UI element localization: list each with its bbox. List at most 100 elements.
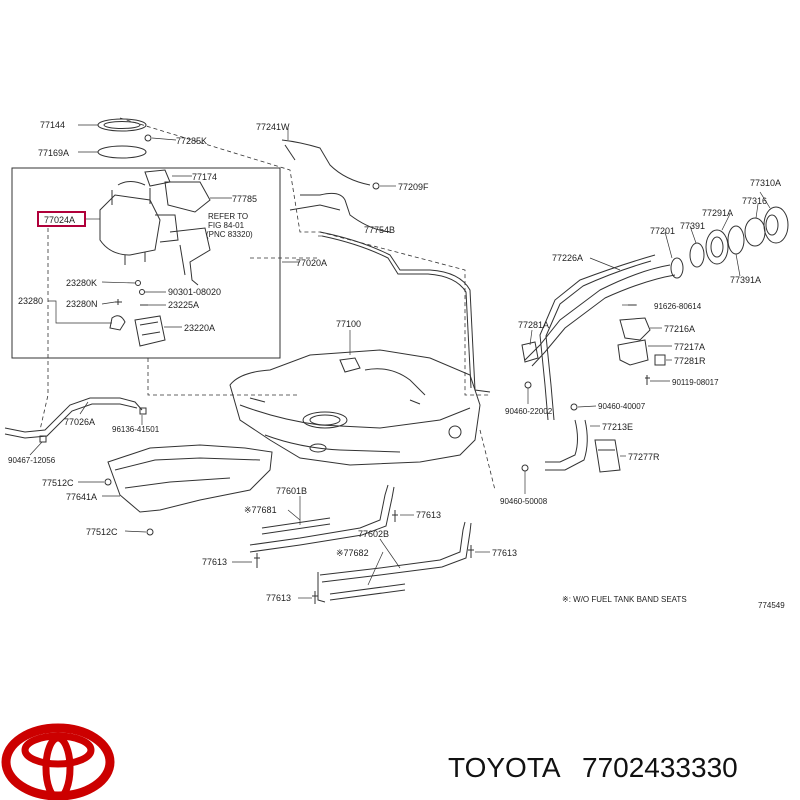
label-77641A: 77641A bbox=[66, 492, 97, 502]
label-23280K: 23280K bbox=[66, 278, 97, 288]
label-77681: ※77681 bbox=[244, 505, 277, 515]
refer-line-1: REFER TO bbox=[208, 212, 248, 221]
part-number: 7702433330 bbox=[582, 752, 738, 783]
fuel-tank-77100 bbox=[229, 349, 481, 466]
gasket-77316 bbox=[744, 217, 766, 247]
label-77785: 77785 bbox=[232, 194, 257, 204]
clip-77512C-a bbox=[104, 478, 112, 486]
brand-name: TOYOTA bbox=[448, 752, 561, 783]
tank-band-77601B bbox=[249, 484, 389, 546]
vent-line-77026A bbox=[4, 397, 143, 433]
label-77144: 77144 bbox=[40, 120, 65, 130]
clamp-90460-22002 bbox=[524, 381, 532, 389]
label-77277R: 77277R bbox=[628, 452, 660, 462]
clip-77512C-b bbox=[146, 528, 154, 536]
label-77291A: 77291A bbox=[702, 208, 733, 218]
fuel-pump-23220A bbox=[134, 315, 166, 347]
bolt-90301 bbox=[139, 289, 145, 295]
label-77602B: 77602B bbox=[358, 529, 389, 539]
fuel-pump-assembly-box bbox=[11, 167, 281, 359]
retainer-ring-77144-inner bbox=[103, 121, 141, 129]
hose-77213E bbox=[545, 419, 588, 471]
label-77169A: 77169A bbox=[38, 148, 69, 158]
label-77310A: 77310A bbox=[750, 178, 781, 188]
label-77024A[interactable]: 77024A bbox=[44, 215, 75, 225]
label-77285K: 77285K bbox=[176, 136, 207, 146]
clamp-90467-12056 bbox=[39, 435, 47, 443]
clamp-90460-50008 bbox=[521, 464, 529, 472]
label-77217A: 77217A bbox=[674, 342, 705, 352]
fuel-filter-bracket bbox=[169, 227, 211, 286]
label-23280N: 23280N bbox=[66, 299, 98, 309]
label-90467: 90467-12056 bbox=[8, 456, 56, 465]
refer-line-3: (PNC 83320) bbox=[206, 230, 253, 239]
label-91626: 91626-80614 bbox=[654, 302, 702, 311]
label-77613-d: 77613 bbox=[266, 593, 291, 603]
band-seat-77682 bbox=[329, 583, 406, 601]
label-90460-50008: 90460-50008 bbox=[500, 497, 548, 506]
toyota-logo-icon bbox=[1, 723, 115, 800]
label-77281A: 77281A bbox=[518, 320, 549, 330]
label-23280: 23280 bbox=[18, 296, 43, 306]
label-77100: 77100 bbox=[336, 319, 361, 329]
label-23225A: 23225A bbox=[168, 300, 199, 310]
hose-77209F bbox=[289, 192, 391, 233]
label-77512C-b: 77512C bbox=[86, 527, 118, 537]
label-77316: 77316 bbox=[742, 196, 767, 206]
label-77682: ※77682 bbox=[336, 548, 369, 558]
fuel-pump-module-77024A bbox=[99, 181, 179, 265]
clamp-77281R bbox=[654, 354, 666, 366]
gasket-77391 bbox=[689, 242, 705, 268]
footnote: ※: W/O FUEL TANK BAND SEATS bbox=[562, 595, 687, 604]
label-77281R: 77281R bbox=[674, 356, 706, 366]
tank-band-77602B bbox=[319, 521, 466, 576]
label-90301: 90301-08020 bbox=[168, 287, 221, 297]
label-90119: 90119-08017 bbox=[672, 378, 719, 387]
bolt-23280N bbox=[115, 299, 122, 305]
heat-protector-77641A bbox=[107, 444, 273, 513]
dashed-outline-tank-right bbox=[479, 429, 496, 491]
label-77512C-a: 77512C bbox=[42, 478, 74, 488]
dashed-outline-left bbox=[147, 358, 300, 396]
filler-neck-end bbox=[670, 257, 684, 279]
band-seat-77681 bbox=[261, 517, 331, 535]
label-77613-c: 77613 bbox=[492, 548, 517, 558]
bracket-77217A bbox=[617, 339, 649, 366]
label-90460-40007: 90460-40007 bbox=[598, 402, 646, 411]
leader-lines bbox=[29, 124, 771, 599]
clip-77285K bbox=[144, 134, 152, 142]
tube-77754B bbox=[319, 231, 491, 393]
label-77213E: 77213E bbox=[602, 422, 633, 432]
sender-gauge-77785 bbox=[144, 169, 211, 213]
label-77226A: 77226A bbox=[552, 253, 583, 263]
bolt-77613-a bbox=[392, 510, 398, 522]
protector-77216A bbox=[619, 317, 651, 341]
retainer-ring-77144 bbox=[97, 118, 147, 132]
label-77201: 77201 bbox=[650, 226, 675, 236]
label-23220A: 23220A bbox=[184, 323, 215, 333]
clamp-77281A bbox=[521, 341, 539, 363]
dashed-outline-right bbox=[319, 231, 490, 396]
label-77216A: 77216A bbox=[664, 324, 695, 334]
filler-pipe-77201 bbox=[524, 264, 671, 361]
label-77754B: 77754B bbox=[364, 225, 395, 235]
label-77020A: 77020A bbox=[296, 258, 327, 268]
bolt-90119 bbox=[645, 375, 650, 385]
fuel-cap-77310A bbox=[763, 206, 789, 244]
label-96136: 96136-41501 bbox=[112, 425, 160, 434]
refer-line-2: FIG 84-01 bbox=[208, 221, 245, 230]
label-77613-b: 77613 bbox=[202, 557, 227, 567]
clamp-77209F bbox=[372, 182, 380, 190]
clamp-90460-40007 bbox=[570, 403, 578, 411]
bolt-77613-d bbox=[312, 591, 318, 604]
protector-77277R bbox=[594, 439, 621, 473]
label-77391: 77391 bbox=[680, 221, 705, 231]
bolt-23280K bbox=[135, 280, 141, 286]
label-77391A: 77391A bbox=[730, 275, 761, 285]
label-77613-a: 77613 bbox=[416, 510, 441, 520]
label-77241W: 77241W bbox=[256, 122, 290, 132]
spring-piece bbox=[109, 315, 126, 331]
retainer-77291A bbox=[705, 229, 729, 265]
label-90460-22002: 90460-22002 bbox=[505, 407, 553, 416]
hose-77241W bbox=[281, 139, 371, 186]
